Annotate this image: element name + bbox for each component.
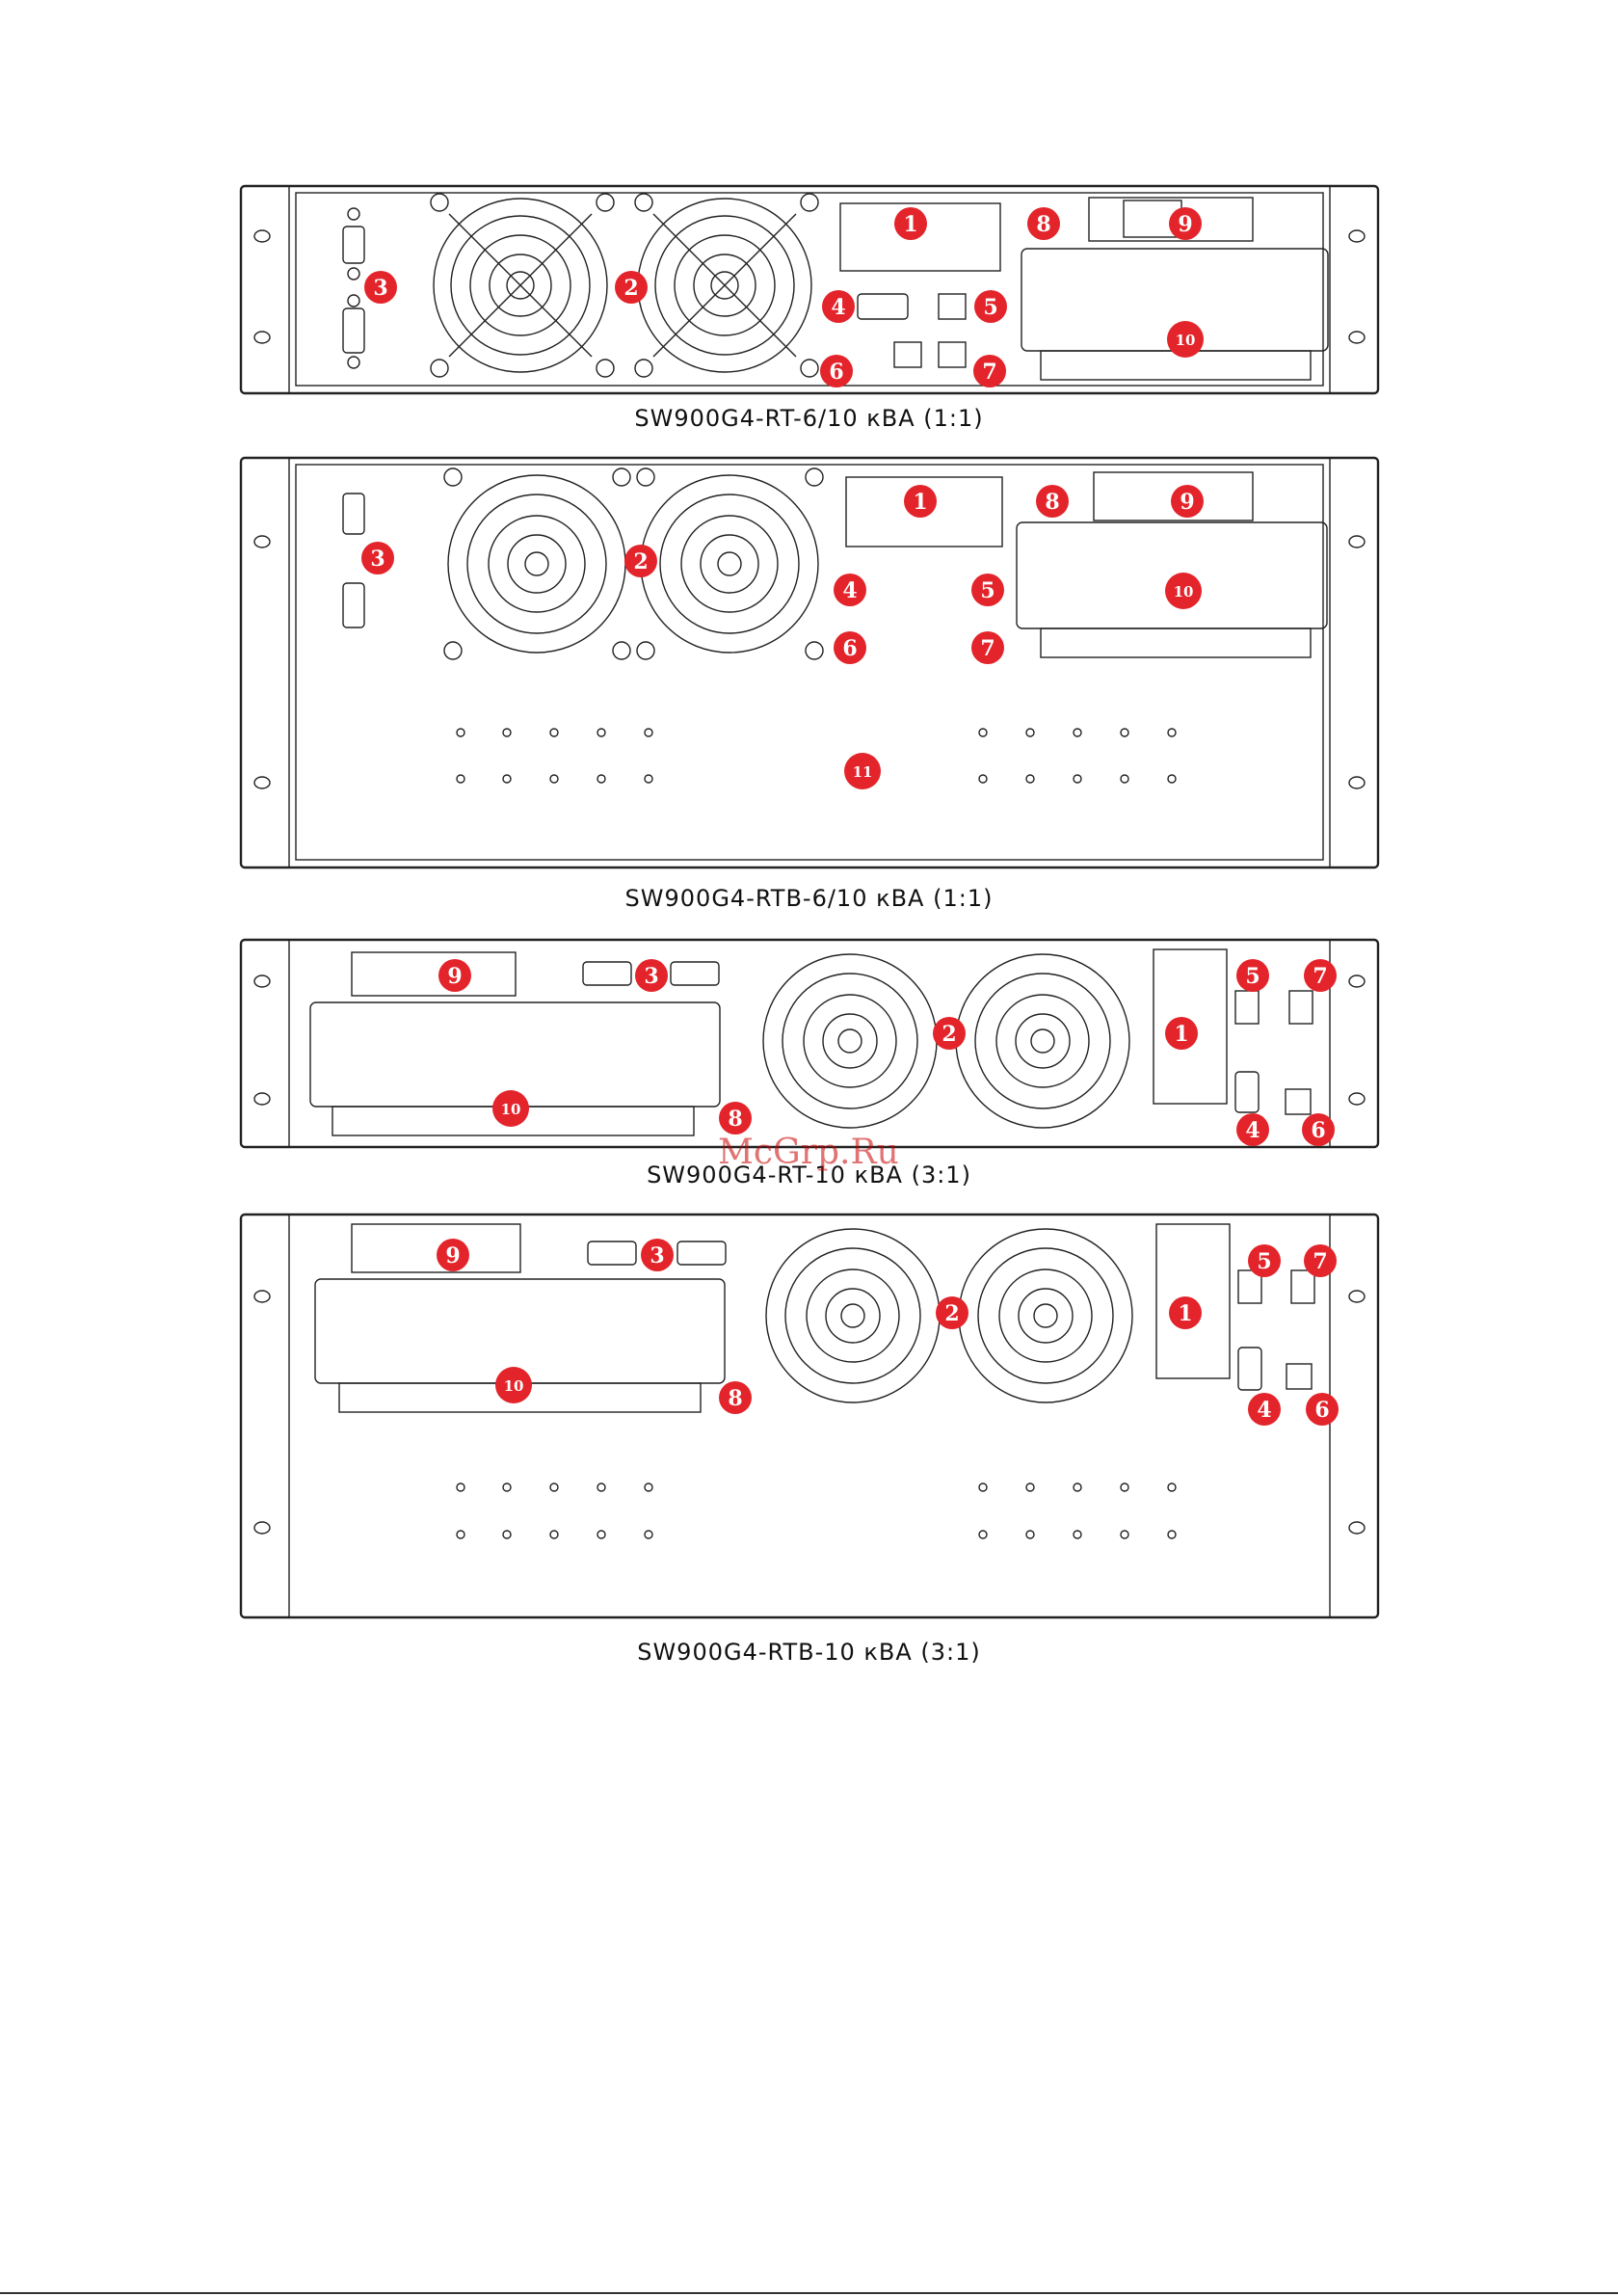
fan-icon (444, 468, 823, 659)
fan-icon (763, 954, 1129, 1128)
page-bottom-rule (0, 2292, 1618, 2294)
serial-port-icon (343, 208, 364, 368)
panel-rt-10-3-1-rear (0, 935, 1618, 1157)
caption-panel-4: SW900G4-RTB-10 кВА (3:1) (0, 1639, 1618, 1666)
watermark: McGrp.Ru (718, 1133, 899, 1172)
caption-panel-1: SW900G4-RT-6/10 кВА (1:1) (0, 405, 1618, 432)
panel-rtb-6-10-rear (0, 448, 1618, 872)
panel-rt-6-10-rear (0, 174, 1618, 395)
panel-rtb-10-3-1-rear (0, 1210, 1618, 1624)
caption-panel-2: SW900G4-RTB-6/10 кВА (1:1) (0, 885, 1618, 912)
fan-icon (766, 1229, 1132, 1402)
fan-icon (431, 194, 818, 377)
